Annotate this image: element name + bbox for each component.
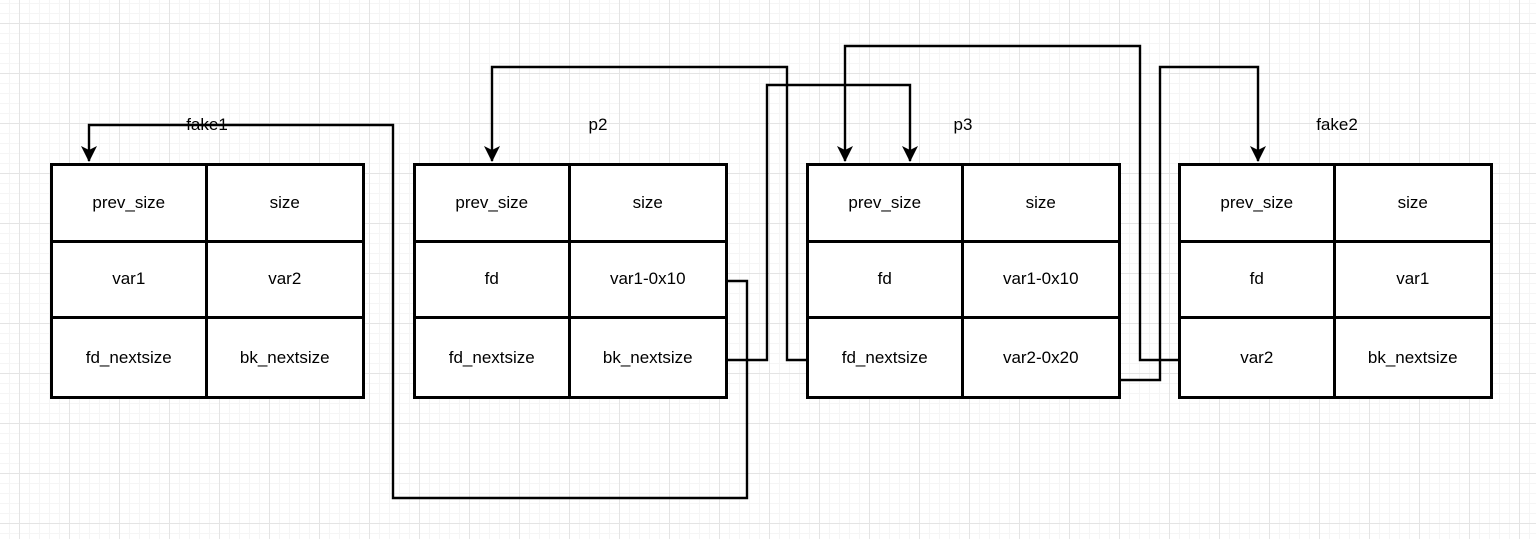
fake2-cell-var2[interactable]: var2 [1181,319,1336,396]
table-fake1[interactable]: prev_size size var1 var2 fd_nextsize bk_… [50,163,365,399]
table-title-fake2[interactable]: fake2 [1316,115,1358,134]
connector-fake2-var2-to-p3-prevsize[interactable] [837,44,1178,362]
fake2-cell-size[interactable]: size [1335,166,1490,243]
fake2-cell-fd[interactable]: fd [1181,242,1336,320]
p2-cell-var1-0x10[interactable]: var1-0x10 [570,242,725,320]
fake1-cell-prev_size[interactable]: prev_size [53,166,208,243]
table-title-p3[interactable]: p3 [953,115,973,134]
connector-p2-var1-to-fake1-prevsize[interactable] [81,123,749,500]
connector-p2-bknextsize-to-p3-prevsize[interactable] [728,83,918,362]
table-title-p2[interactable]: p2 [588,115,608,134]
p2-cell-fd_nextsize[interactable]: fd_nextsize [416,319,571,396]
p3-cell-fd_nextsize[interactable]: fd_nextsize [809,319,964,396]
p2-cell-size[interactable]: size [570,166,725,243]
fake2-cell-bk_nextsize[interactable]: bk_nextsize [1335,319,1490,396]
p3-cell-prev_size[interactable]: prev_size [809,166,964,243]
p2-cell-prev_size[interactable]: prev_size [416,166,571,243]
table-fake2[interactable]: prev_size size fd var1 var2 bk_nextsize [1178,163,1493,399]
p3-cell-size[interactable]: size [963,166,1118,243]
p3-cell-var2-0x20[interactable]: var2-0x20 [963,319,1118,396]
p2-cell-bk_nextsize[interactable]: bk_nextsize [570,319,725,396]
fake1-cell-bk_nextsize[interactable]: bk_nextsize [207,319,362,396]
fake1-cell-var2[interactable]: var2 [207,242,362,320]
p3-cell-fd[interactable]: fd [809,242,964,320]
table-p2[interactable]: prev_size size fd var1-0x10 fd_nextsize … [413,163,728,399]
p2-cell-fd[interactable]: fd [416,242,571,320]
fake1-cell-fd_nextsize[interactable]: fd_nextsize [53,319,208,396]
table-p3[interactable]: prev_size size fd var1-0x10 fd_nextsize … [806,163,1121,399]
connector-p3-var2-to-fake2-prevsize[interactable] [1121,65,1266,382]
connector-p3-fdnextsize-to-p2-prevsize[interactable] [484,65,806,362]
fake1-cell-var1[interactable]: var1 [53,242,208,320]
p3-cell-var1-0x10[interactable]: var1-0x10 [963,242,1118,320]
fake1-cell-size[interactable]: size [207,166,362,243]
fake2-cell-var1[interactable]: var1 [1335,242,1490,320]
table-title-fake1[interactable]: fake1 [186,115,228,134]
fake2-cell-prev_size[interactable]: prev_size [1181,166,1336,243]
